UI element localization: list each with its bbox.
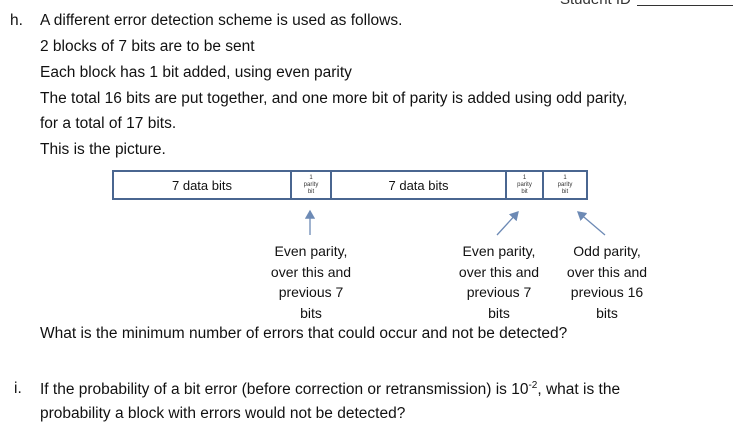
question-h-line: 2 blocks of 7 bits are to be sent: [40, 38, 255, 55]
arrow-icon: [577, 211, 606, 236]
annotation-line: Odd parity,: [573, 243, 641, 259]
question-i-text: , what is the: [537, 381, 621, 399]
question-h-line: Each block has 1 bit added, using even p…: [40, 64, 352, 81]
annotation-odd-parity: Odd parity, over this and previous 16 bi…: [567, 241, 647, 323]
annotation-line: over this and: [566, 263, 648, 280]
question-h-line: for a total of 17 bits.: [40, 115, 177, 132]
question-i-line-1: If the probability of a bit error (befor…: [40, 380, 620, 399]
annotation-line: Even parity,: [274, 243, 348, 259]
parity-label: bit: [561, 188, 569, 195]
question-i-text: If the probability of a bit error (befor…: [40, 381, 529, 399]
question-h-line: This is the picture.: [40, 141, 166, 158]
annotation-line: previous 7: [466, 284, 532, 300]
question-h-line: The total 16 bits are put together, and …: [40, 90, 628, 107]
data-bits-label: 7 data bits: [172, 177, 232, 193]
annotation-even-parity-1: Even parity, over this and previous 7 bi…: [271, 241, 351, 323]
annotation-even-parity-2: Even parity, over this and previous 7 bi…: [459, 241, 539, 323]
student-id-line: [637, 5, 733, 6]
data-bits-block-1: 7 data bits: [114, 172, 292, 198]
parity-label: parity: [517, 181, 532, 188]
arrow-icon: [496, 211, 519, 236]
annotation-line: bits: [488, 304, 510, 321]
exponent: -2: [528, 380, 538, 391]
question-h-marker: h.: [10, 12, 23, 29]
annotation-line: bits: [596, 304, 618, 321]
parity-label: parity: [557, 181, 573, 188]
parity-label: bit: [521, 188, 528, 195]
parity-count: 1: [522, 174, 527, 181]
question-h-line: A different error detection scheme is us…: [40, 12, 403, 29]
parity-label: parity: [303, 181, 319, 188]
question-i-marker: i.: [14, 380, 22, 397]
question-h-prompt: What is the minimum number of errors tha…: [40, 325, 568, 342]
parity-count: 1: [309, 174, 313, 181]
annotation-line: over this and: [458, 263, 540, 280]
annotation-line: Even parity,: [462, 243, 536, 259]
annotation-line: bits: [300, 304, 322, 321]
student-id-label: Student ID: [560, 0, 631, 8]
annotation-line: over this and: [270, 263, 352, 280]
data-bits-label: 7 data bits: [388, 177, 449, 193]
parity-count: 1: [563, 174, 567, 181]
parity-label: bit: [307, 188, 315, 195]
question-i-line-2: probability a block with errors would no…: [40, 405, 406, 422]
data-bits-block-2: 7 data bits: [332, 172, 507, 198]
annotation-line: previous 7: [278, 284, 344, 300]
annotation-line: previous 16: [570, 284, 644, 300]
